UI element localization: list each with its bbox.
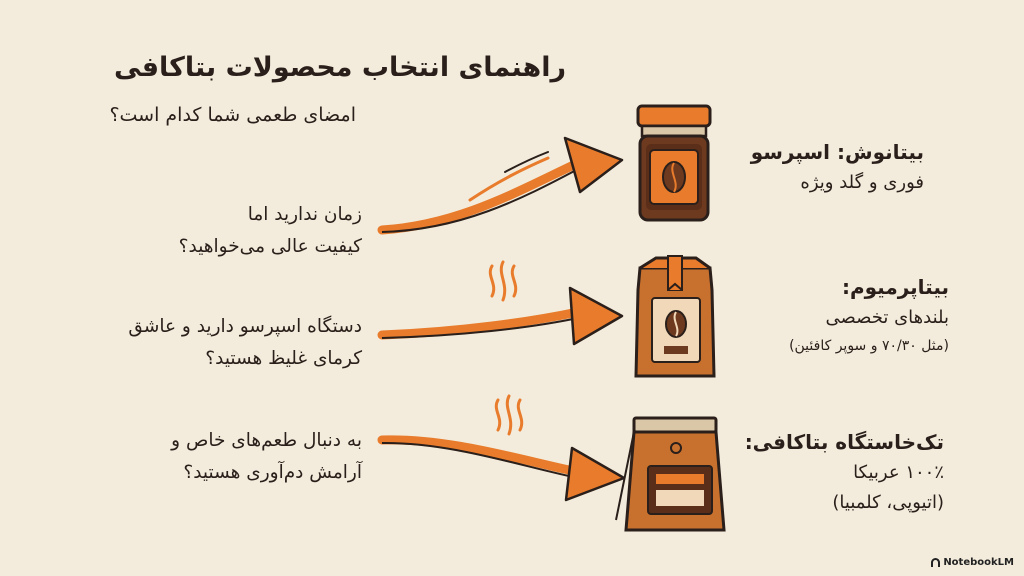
product-premium: بیتاپرمیوم: بلندهای تخصصی (مثل ۷۰/۳۰ و س… xyxy=(789,272,949,359)
question-instant: زمان ندارید اما کیفیت عالی می‌خواهید؟ xyxy=(179,199,362,263)
product-single-origin: تک‌خاستگاه بتاکافی: ۱۰۰٪ عربیکا (اتیوپی،… xyxy=(745,427,944,518)
question-espresso-line2: کرمای غلیظ هستید؟ xyxy=(205,348,362,369)
product-premium-desc: بلندهای تخصصی xyxy=(825,307,950,328)
coffee-bag-icon xyxy=(634,255,716,378)
page-title: راهنمای انتخاب محصولات بتاکافی xyxy=(114,52,566,83)
steam-icon xyxy=(494,394,524,436)
question-specialty-line1: به دنبال طعم‌های خاص و xyxy=(171,430,362,451)
product-instant: بیتانوش: اسپرسو فوری و گلد ویژه xyxy=(751,137,924,198)
arrow-icon xyxy=(377,435,626,502)
notebooklm-label: NotebookLM xyxy=(943,557,1014,568)
notebooklm-watermark: NotebookLM xyxy=(931,557,1014,568)
arrow-icon xyxy=(377,136,624,235)
product-premium-name: بیتاپرمیوم: xyxy=(841,275,949,299)
product-instant-name: بیتانوش: اسپرسو xyxy=(750,140,924,164)
product-single-origin-note: (اتیوپی، کلمبیا) xyxy=(832,492,944,513)
question-specialty-line2: آرامش دم‌آوری هستید؟ xyxy=(183,462,362,483)
question-instant-line1: زمان ندارید اما xyxy=(247,204,362,225)
question-espresso: دستگاه اسپرسو دارید و عاشق کرمای غلیظ هس… xyxy=(128,311,362,375)
coffee-jar-icon xyxy=(636,104,712,222)
arrow-icon xyxy=(377,286,624,346)
notebooklm-logo-icon xyxy=(931,558,941,567)
product-instant-desc: فوری و گلد ویژه xyxy=(800,172,924,193)
question-specialty: به دنبال طعم‌های خاص و آرامش دم‌آوری هست… xyxy=(171,425,362,489)
product-single-origin-name: تک‌خاستگاه بتاکافی: xyxy=(744,430,944,454)
question-instant-line2: کیفیت عالی می‌خواهید؟ xyxy=(178,236,362,257)
page-subtitle: امضای طعمی شما کدام است؟ xyxy=(109,104,356,126)
specialty-coffee-bag-icon xyxy=(615,416,726,532)
product-premium-note: (مثل ۷۰/۳۰ و سوپر کافئین) xyxy=(789,338,949,354)
product-single-origin-desc: ۱۰۰٪ عربیکا xyxy=(853,462,944,483)
steam-icon xyxy=(488,260,518,302)
question-espresso-line1: دستگاه اسپرسو دارید و عاشق xyxy=(128,316,362,337)
